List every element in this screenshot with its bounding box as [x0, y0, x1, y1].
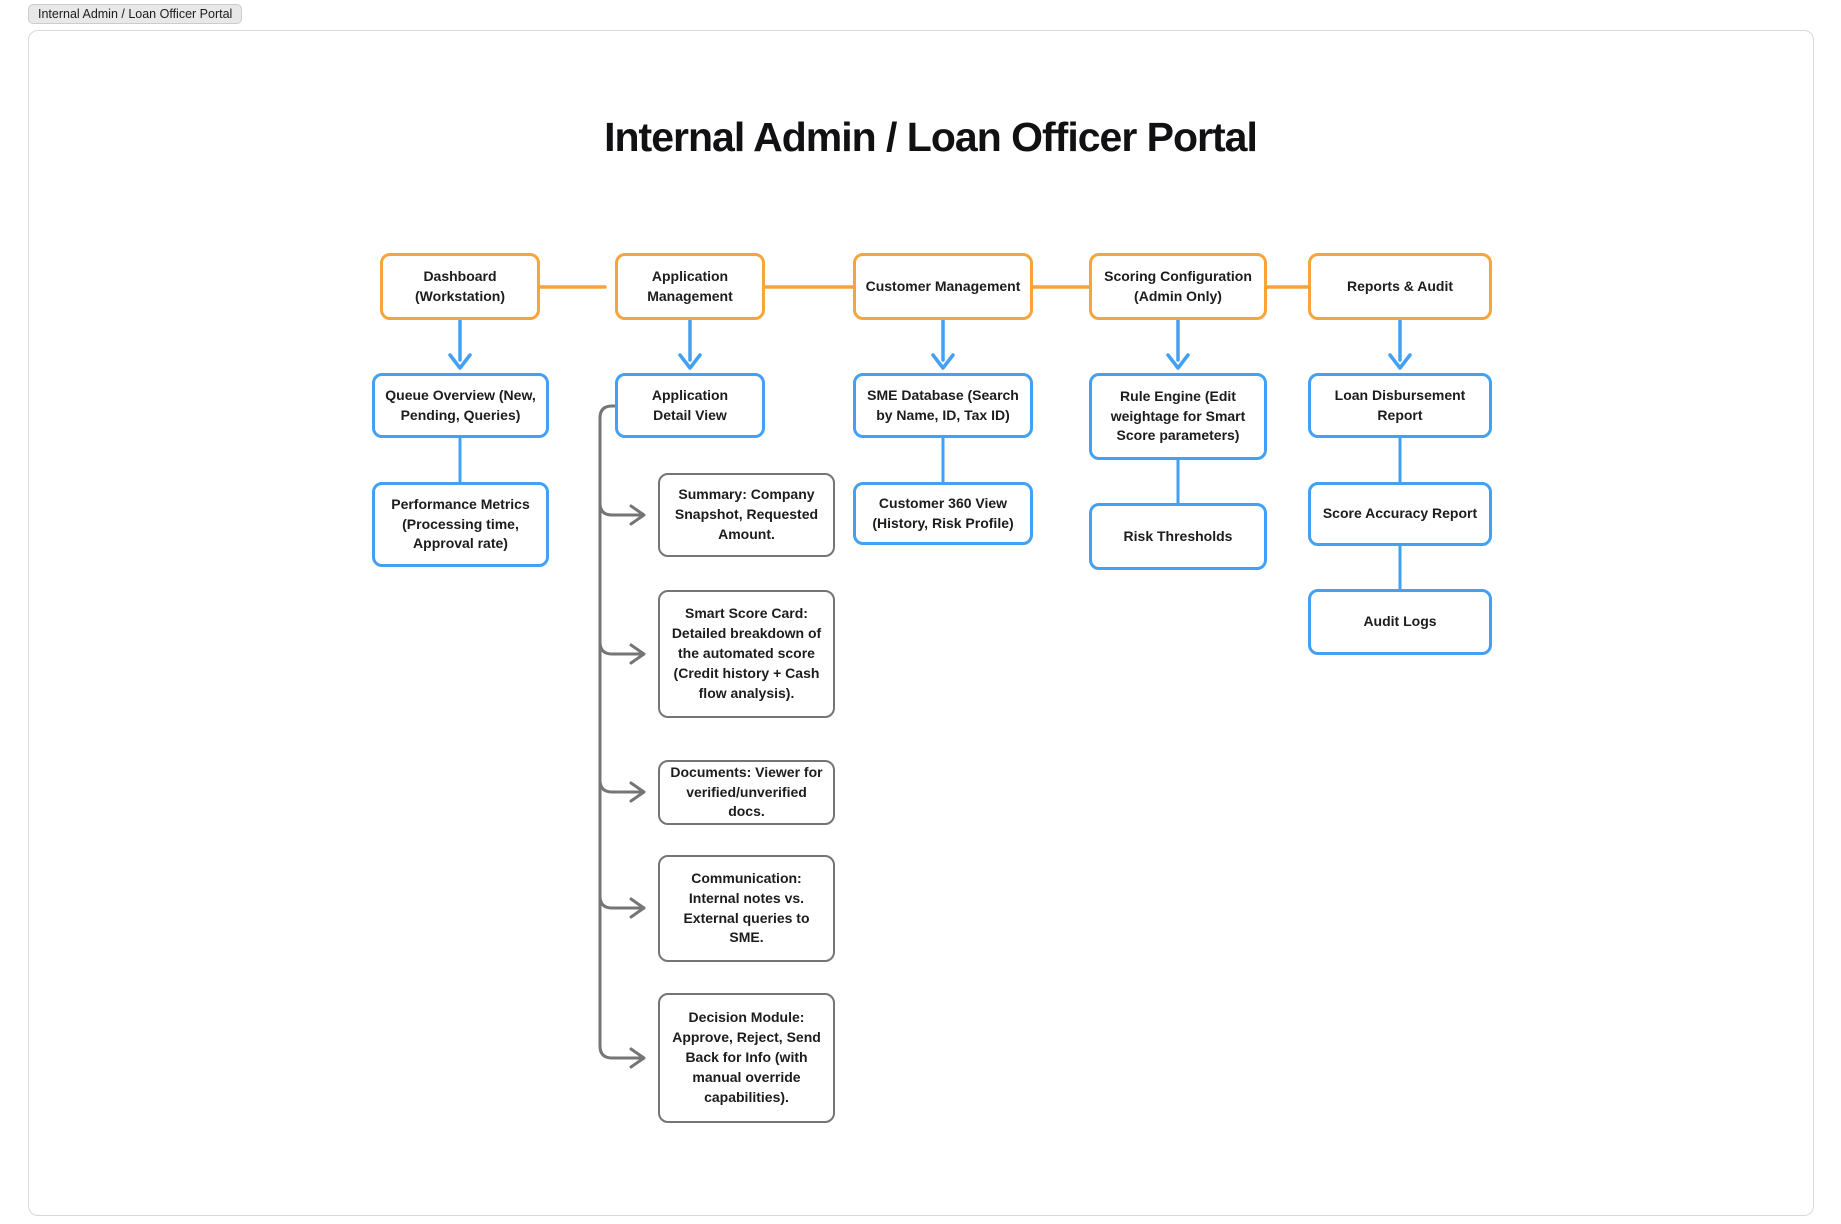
node-customer-management-label: Customer Management [865, 277, 1021, 294]
node-summary[interactable]: Summary: Company Snapshot, Requested Amo… [658, 473, 835, 557]
node-score-accuracy[interactable]: Score Accuracy Report [1308, 482, 1492, 546]
node-dashboard[interactable]: Dashboard (Workstation) [380, 253, 540, 320]
node-performance-metrics[interactable]: Performance Metrics (Processing time, Ap… [372, 482, 549, 567]
node-application-management[interactable]: Application Management [615, 253, 765, 320]
node-risk-thresholds-label: Risk Thresholds [1123, 527, 1233, 544]
node-scoring-configuration[interactable]: Scoring Configuration (Admin Only) [1089, 253, 1267, 320]
node-smart-score-card[interactable]: Smart Score Card: Detailed breakdown of … [658, 590, 835, 718]
diagram-title: Internal Admin / Loan Officer Portal [604, 114, 1258, 160]
node-dashboard-label: Dashboard (Workstation) [415, 267, 505, 304]
node-customer-360[interactable]: Customer 360 View (History, Risk Profile… [853, 482, 1033, 545]
node-application-detail-view-label: Application Detail View [651, 386, 729, 423]
frame-tab[interactable]: Internal Admin / Loan Officer Portal [28, 4, 243, 24]
node-loan-disbursement-label: Loan Disbursement Report [1334, 386, 1466, 423]
node-documents-label: Documents: Viewer for verified/unverifie… [670, 763, 823, 820]
node-application-management-label: Application Management [647, 267, 733, 304]
node-smart-score-card-label: Smart Score Card: Detailed breakdown of … [671, 605, 822, 701]
node-customer-360-label: Customer 360 View (History, Risk Profile… [872, 494, 1014, 531]
node-summary-label: Summary: Company Snapshot, Requested Amo… [674, 486, 819, 542]
node-rule-engine-label: Rule Engine (Edit weightage for Smart Sc… [1110, 387, 1246, 444]
node-rule-engine[interactable]: Rule Engine (Edit weightage for Smart Sc… [1089, 373, 1267, 460]
node-queue-overview-label: Queue Overview (New, Pending, Queries) [385, 386, 536, 423]
node-decision-module-label: Decision Module: Approve, Reject, Send B… [672, 1009, 821, 1105]
node-reports-audit[interactable]: Reports & Audit [1308, 253, 1492, 320]
node-audit-logs-label: Audit Logs [1363, 613, 1437, 630]
node-sme-database[interactable]: SME Database (Search by Name, ID, Tax ID… [853, 373, 1033, 438]
node-audit-logs[interactable]: Audit Logs [1308, 589, 1492, 655]
frame-tab-label: Internal Admin / Loan Officer Portal [38, 7, 233, 21]
node-documents[interactable]: Documents: Viewer for verified/unverifie… [658, 760, 835, 825]
node-decision-module[interactable]: Decision Module: Approve, Reject, Send B… [658, 993, 835, 1123]
node-performance-metrics-label: Performance Metrics (Processing time, Ap… [391, 495, 530, 552]
node-queue-overview[interactable]: Queue Overview (New, Pending, Queries) [372, 373, 549, 438]
blue-links [458, 436, 1402, 591]
node-sme-database-label: SME Database (Search by Name, ID, Tax ID… [867, 386, 1019, 423]
node-communication-label: Communication: Internal notes vs. Extern… [683, 869, 810, 946]
node-scoring-configuration-label: Scoring Configuration (Admin Only) [1104, 267, 1252, 304]
node-loan-disbursement[interactable]: Loan Disbursement Report [1308, 373, 1492, 438]
blue-arrows [448, 318, 1412, 370]
node-score-accuracy-label: Score Accuracy Report [1322, 505, 1478, 522]
node-communication[interactable]: Communication: Internal notes vs. Extern… [658, 855, 835, 962]
node-application-detail-view[interactable]: Application Detail View [615, 373, 765, 438]
node-customer-management[interactable]: Customer Management [853, 253, 1033, 320]
gray-branches [598, 404, 646, 1069]
frame-card [28, 30, 1814, 1216]
node-reports-audit-label: Reports & Audit [1346, 277, 1454, 294]
node-risk-thresholds[interactable]: Risk Thresholds [1089, 503, 1267, 570]
